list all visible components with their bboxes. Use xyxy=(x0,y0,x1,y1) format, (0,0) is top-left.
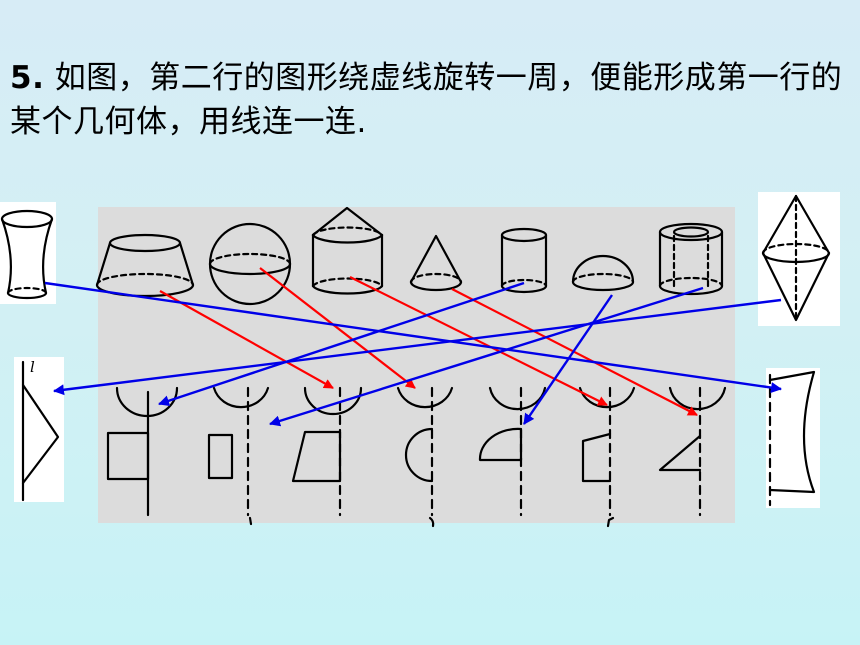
red-answer-arrows xyxy=(159,267,698,416)
concave-frustum-solid xyxy=(0,209,54,300)
cone-on-cylinder-solid xyxy=(311,206,384,295)
blue-answer-arrows xyxy=(44,281,782,427)
double-cone-solid xyxy=(761,194,831,322)
hollow-cylinder-solid xyxy=(658,222,724,296)
red-arrow-1 xyxy=(159,290,334,389)
cone-solid xyxy=(409,234,463,292)
blue-arrow-4 xyxy=(269,286,704,427)
axis-label: l xyxy=(30,358,35,376)
red-arrow-3 xyxy=(349,276,608,406)
quarter-circle-figure xyxy=(478,427,523,462)
right-trapezoid-figure xyxy=(581,432,612,483)
blue-arrow-3 xyxy=(523,294,613,425)
sphere-solid xyxy=(208,222,292,306)
blue-arrow-5 xyxy=(53,298,782,396)
question-number: 5. xyxy=(10,60,45,96)
concave-quad-figure xyxy=(768,370,816,494)
blue-arrow-2 xyxy=(158,281,525,407)
semicircle-figure xyxy=(404,427,434,483)
right-triangle-figure xyxy=(658,434,702,472)
question-body: 如图，第二行的图形绕虚线旋转一周，便能形成第一行的某个几何体，用线连一连. xyxy=(10,60,843,140)
blue-arrow-1 xyxy=(44,281,782,394)
dashed-axes xyxy=(246,373,772,517)
figure-panel xyxy=(98,207,735,523)
red-arrow-2 xyxy=(259,267,416,389)
rectangle-figure xyxy=(207,433,234,480)
trapezoid-figure xyxy=(291,430,342,483)
axis-triangle-figure xyxy=(21,360,60,502)
hemisphere-solid xyxy=(571,254,635,292)
question-text: 5. 如图，第二行的图形绕虚线旋转一周，便能形成第一行的某个几何体，用线连一连. xyxy=(10,56,860,144)
partial-marks xyxy=(248,516,615,528)
frustum-solid xyxy=(95,233,195,298)
cylinder-solid xyxy=(500,227,548,294)
rotation-arcs xyxy=(115,386,727,418)
square-figure xyxy=(106,431,150,481)
